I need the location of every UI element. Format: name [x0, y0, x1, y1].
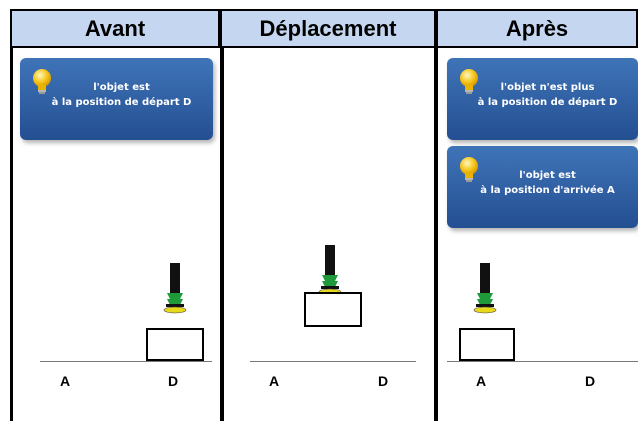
- info-apres1-line1: l'objet n'est plus: [500, 82, 595, 93]
- object-box-avant: [146, 328, 204, 361]
- info-apres1-line2: à la position de départ D: [477, 97, 618, 108]
- gripper-icon: [473, 263, 497, 315]
- info-avant-line2: à la position de départ D: [51, 97, 192, 108]
- left-border: [10, 48, 13, 421]
- header-deplacement-title: Déplacement: [259, 15, 397, 41]
- info-box-avant: l'objet est à la position de départ D: [20, 58, 213, 140]
- ground-line-apres: [447, 361, 638, 362]
- label-d-avant: D: [168, 373, 179, 389]
- header-deplacement: Déplacement: [220, 9, 436, 48]
- info-apres2-line1: l'objet est: [519, 170, 576, 181]
- info-avant-line1: l'objet est: [93, 82, 150, 93]
- object-box-deplacement: [304, 292, 362, 327]
- header-avant: Avant: [10, 9, 220, 48]
- header-avant-title: Avant: [84, 15, 146, 41]
- gripper-icon: [163, 263, 187, 315]
- ground-line-avant: [40, 361, 212, 362]
- label-d-apres: D: [585, 373, 596, 389]
- object-box-apres: [459, 328, 515, 361]
- gripper-icon: [318, 245, 342, 297]
- label-a-deplacement: A: [269, 373, 280, 389]
- header-apres: Après: [436, 9, 638, 48]
- info-apres2-line2: à la position d'arrivée A: [480, 185, 615, 196]
- label-a-apres: A: [476, 373, 487, 389]
- info-box-apres-1: l'objet n'est plus à la position de dépa…: [447, 58, 638, 140]
- header-apres-title: Après: [505, 15, 569, 41]
- divider-deplacement-apres: [434, 48, 438, 421]
- label-d-deplacement: D: [378, 373, 389, 389]
- info-box-apres-2: l'objet est à la position d'arrivée A: [447, 146, 638, 228]
- ground-line-deplacement: [250, 361, 416, 362]
- divider-avant-deplacement: [220, 48, 224, 421]
- label-a-avant: A: [60, 373, 71, 389]
